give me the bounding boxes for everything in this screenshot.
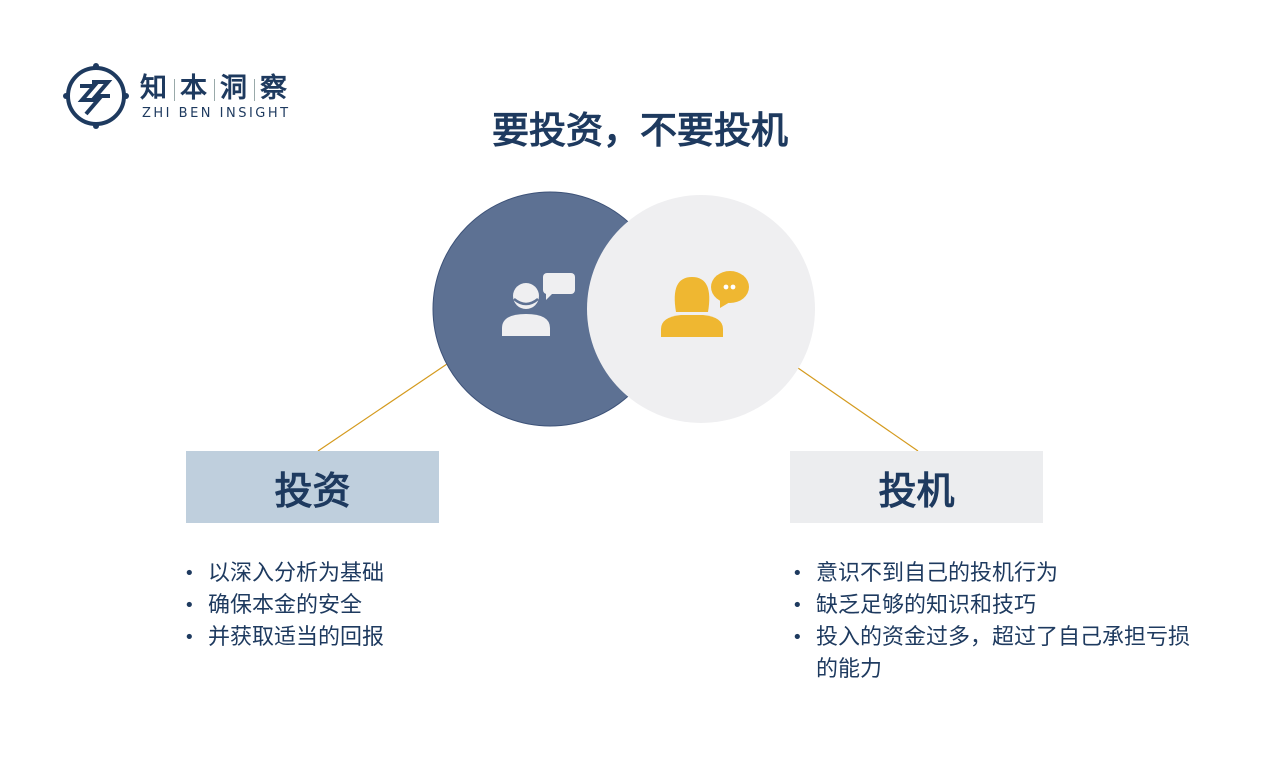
logo-text: 知本洞察 bbox=[140, 73, 289, 104]
person-speech-icon bbox=[502, 273, 575, 336]
list-item: 缺乏足够的知识和技巧 bbox=[786, 590, 1196, 622]
logo-icon bbox=[63, 63, 129, 129]
speculation-label: 投机 bbox=[790, 451, 1043, 523]
logo-subtitle: ZHI BEN INSIGHT bbox=[142, 106, 291, 121]
speculation-list: 意识不到自己的投机行为 缺乏足够的知识和技巧 投入的资金过多，超过了自己承担亏损… bbox=[786, 558, 1196, 686]
connector-left bbox=[317, 363, 448, 452]
investment-list: 以深入分析为基础 确保本金的安全 并获取适当的回报 bbox=[178, 558, 384, 654]
list-item: 意识不到自己的投机行为 bbox=[786, 558, 1196, 590]
list-item: 投入的资金过多，超过了自己承担亏损的能力 bbox=[786, 622, 1196, 686]
page-title: 要投资，不要投机 bbox=[492, 109, 788, 152]
connector-right bbox=[797, 367, 919, 452]
woman-speech-icon bbox=[661, 271, 749, 337]
investment-label: 投资 bbox=[186, 451, 439, 523]
list-item: 并获取适当的回报 bbox=[178, 622, 384, 654]
list-item: 以深入分析为基础 bbox=[178, 558, 384, 590]
list-item: 确保本金的安全 bbox=[178, 590, 384, 622]
